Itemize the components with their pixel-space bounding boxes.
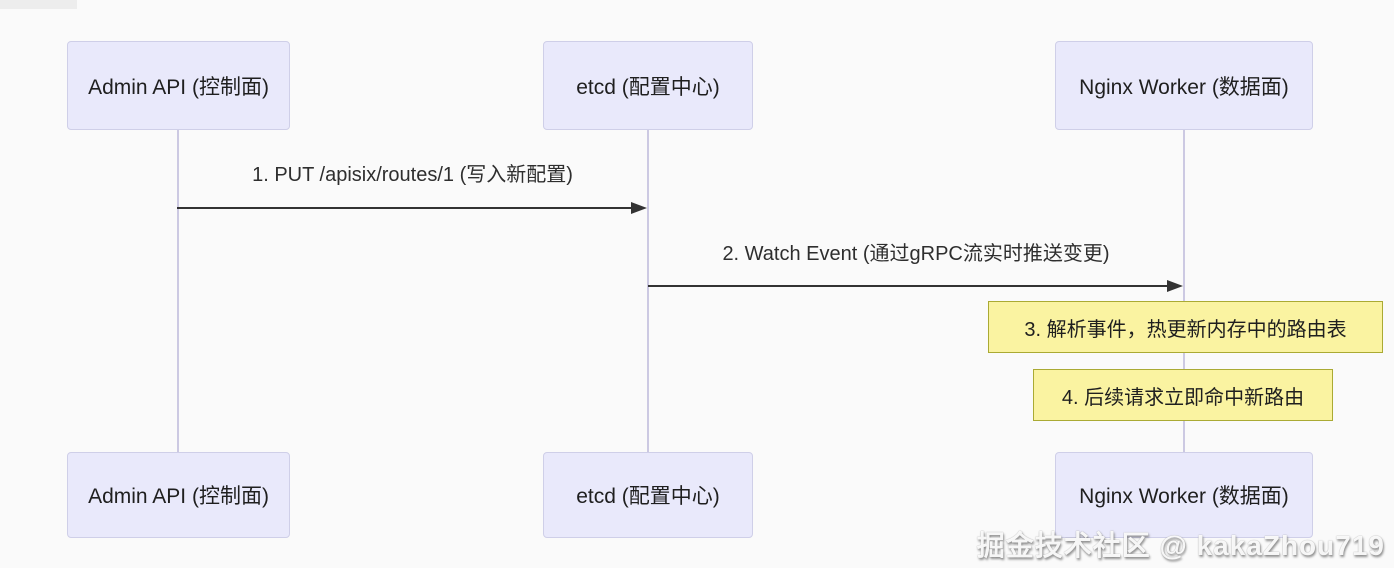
actor-etcd-label: etcd (配置中心)	[576, 485, 720, 508]
arrowhead-right-icon	[631, 202, 647, 214]
juejin-watermark: 掘金技术社区 @ kakaZhou719	[976, 530, 1385, 561]
lifeline-etcd	[647, 130, 649, 452]
message-1-arrow	[177, 202, 647, 214]
actor-admin-api-label: Admin API (控制面)	[88, 485, 269, 508]
arrowhead-right-icon	[1167, 280, 1183, 292]
actor-nginx-worker-top: Nginx Worker (数据面)	[1055, 41, 1313, 130]
lifeline-admin-api	[177, 130, 179, 452]
lifeline-nginx-worker	[1183, 130, 1185, 452]
message-1-label: 1. PUT /apisix/routes/1 (写入新配置)	[252, 164, 573, 186]
actor-admin-api-label: Admin API (控制面)	[88, 75, 269, 99]
note-subsequent-requests-label: 4. 后续请求立即命中新路由	[1061, 386, 1305, 409]
actor-nginx-worker-bottom: Nginx Worker (数据面)	[1055, 452, 1313, 538]
actor-etcd-top: etcd (配置中心)	[543, 41, 753, 130]
note-parse-event: 3. 解析事件，热更新内存中的路由表	[988, 301, 1383, 353]
actor-etcd-label: etcd (配置中心)	[576, 75, 720, 99]
actor-nginx-worker-label: Nginx Worker (数据面)	[1079, 75, 1289, 99]
message-2-label: 2. Watch Event (通过gRPC流实时推送变更)	[722, 243, 1110, 265]
message-2-arrow	[648, 280, 1183, 292]
note-parse-event-label: 3. 解析事件，热更新内存中的路由表	[1024, 318, 1347, 341]
actor-nginx-worker-label: Nginx Worker (数据面)	[1079, 485, 1289, 508]
actor-admin-api-top: Admin API (控制面)	[67, 41, 290, 130]
actor-admin-api-bottom: Admin API (控制面)	[67, 452, 290, 538]
actor-etcd-bottom: etcd (配置中心)	[543, 452, 753, 538]
corner-artifact	[0, 0, 77, 9]
note-subsequent-requests: 4. 后续请求立即命中新路由	[1033, 369, 1333, 421]
